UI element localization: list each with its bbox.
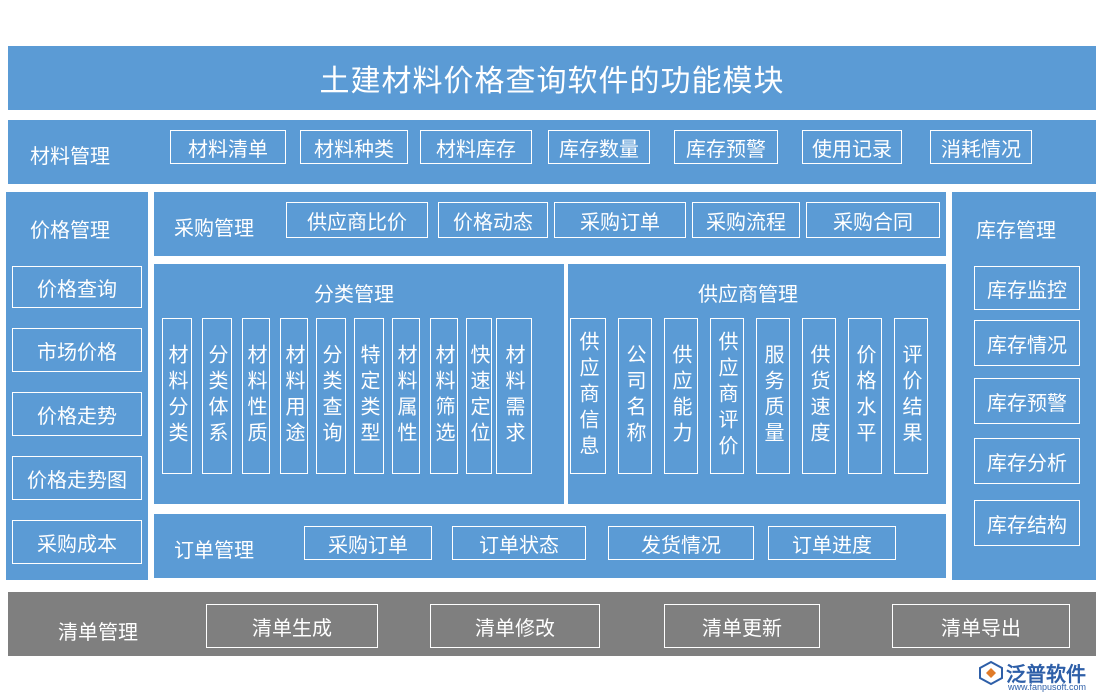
category-item: 快速定位 xyxy=(466,318,492,474)
material-item: 消耗情况 xyxy=(930,130,1032,164)
category-section: 分类管理 材料分类 分类体系 材料性质 材料用途 分类查询 特定类型 材料属性 … xyxy=(154,264,564,504)
category-item: 材料筛选 xyxy=(430,318,458,474)
list-label: 清单管理 xyxy=(58,620,138,644)
price-label: 价格管理 xyxy=(30,218,110,242)
order-section: 订单管理 采购订单 订单状态 发货情况 订单进度 xyxy=(154,514,946,578)
logo-icon xyxy=(979,660,1003,686)
inventory-item: 库存情况 xyxy=(974,320,1080,366)
category-item: 材料分类 xyxy=(162,318,192,474)
supplier-label: 供应商管理 xyxy=(698,282,798,306)
order-item: 采购订单 xyxy=(304,526,432,560)
purchase-item: 采购流程 xyxy=(692,202,800,238)
price-item: 价格走势图 xyxy=(12,456,142,500)
inventory-label: 库存管理 xyxy=(976,218,1056,242)
brand-logo: 泛普软件 www.fanpusoft.com xyxy=(978,658,1098,698)
category-label: 分类管理 xyxy=(314,282,394,306)
price-item: 价格走势 xyxy=(12,392,142,436)
inventory-section: 库存管理 库存监控 库存情况 库存预警 库存分析 库存结构 xyxy=(952,192,1096,580)
category-item: 分类查询 xyxy=(316,318,346,474)
purchase-item: 采购订单 xyxy=(554,202,686,238)
supplier-section: 供应商管理 供应商信息 公司名称 供应能力 供应商评价 服务质量 供货速度 价格… xyxy=(568,264,946,504)
supplier-item: 供应商信息 xyxy=(570,318,606,474)
inventory-item: 库存预警 xyxy=(974,378,1080,424)
category-item: 材料用途 xyxy=(280,318,308,474)
price-item: 采购成本 xyxy=(12,520,142,564)
material-item: 材料清单 xyxy=(170,130,286,164)
supplier-item: 服务质量 xyxy=(756,318,790,474)
supplier-item: 价格水平 xyxy=(848,318,882,474)
category-item: 特定类型 xyxy=(354,318,384,474)
category-item: 材料需求 xyxy=(496,318,532,474)
inventory-item: 库存监控 xyxy=(974,266,1080,310)
material-item: 使用记录 xyxy=(802,130,902,164)
category-item: 分类体系 xyxy=(202,318,232,474)
inventory-item: 库存分析 xyxy=(974,438,1080,484)
purchase-item: 采购合同 xyxy=(806,202,940,238)
price-item: 价格查询 xyxy=(12,266,142,308)
material-item: 库存数量 xyxy=(548,130,650,164)
logo-url: www.fanpusoft.com xyxy=(1008,682,1087,692)
purchase-item: 供应商比价 xyxy=(286,202,428,238)
purchase-item: 价格动态 xyxy=(438,202,548,238)
category-item: 材料性质 xyxy=(242,318,270,474)
supplier-item: 评价结果 xyxy=(894,318,928,474)
material-label: 材料管理 xyxy=(30,144,110,168)
list-item: 清单导出 xyxy=(892,604,1070,648)
price-item: 市场价格 xyxy=(12,328,142,372)
material-item: 材料库存 xyxy=(420,130,532,164)
purchase-section: 采购管理 供应商比价 价格动态 采购订单 采购流程 采购合同 xyxy=(154,192,946,256)
diagram-title: 土建材料价格查询软件的功能模块 xyxy=(319,64,785,99)
order-item: 订单状态 xyxy=(452,526,586,560)
category-item: 材料属性 xyxy=(392,318,420,474)
material-item: 材料种类 xyxy=(300,130,408,164)
logo-name: 泛普软件 xyxy=(1006,664,1086,686)
order-item: 订单进度 xyxy=(768,526,896,560)
diagram-title-panel: 土建材料价格查询软件的功能模块 xyxy=(8,46,1096,110)
list-item: 清单修改 xyxy=(430,604,600,648)
order-item: 发货情况 xyxy=(608,526,754,560)
supplier-item: 供应商评价 xyxy=(710,318,744,474)
supplier-item: 供货速度 xyxy=(802,318,836,474)
order-label: 订单管理 xyxy=(174,538,254,562)
supplier-item: 公司名称 xyxy=(618,318,652,474)
material-section: 材料管理 材料清单 材料种类 材料库存 库存数量 库存预警 使用记录 消耗情况 xyxy=(8,120,1096,184)
inventory-item: 库存结构 xyxy=(974,500,1080,546)
list-item: 清单生成 xyxy=(206,604,378,648)
list-section: 清单管理 清单生成 清单修改 清单更新 清单导出 xyxy=(8,592,1096,656)
supplier-item: 供应能力 xyxy=(664,318,698,474)
list-item: 清单更新 xyxy=(664,604,820,648)
price-section: 价格管理 价格查询 市场价格 价格走势 价格走势图 采购成本 xyxy=(6,192,148,580)
purchase-label: 采购管理 xyxy=(174,216,254,240)
material-item: 库存预警 xyxy=(674,130,778,164)
